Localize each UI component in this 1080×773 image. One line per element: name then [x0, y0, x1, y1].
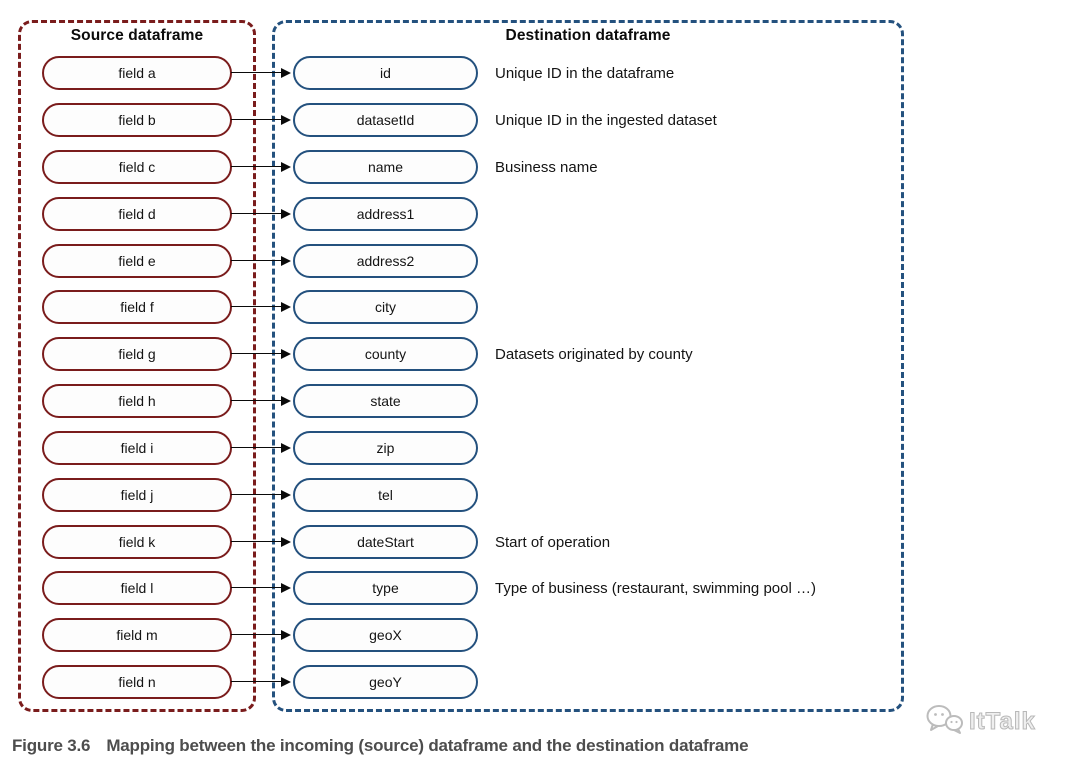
source-field-pill: field b — [42, 103, 232, 137]
source-field-pill: field m — [42, 618, 232, 652]
mapping-arrow-icon — [231, 571, 292, 605]
field-annotation: Type of business (restaurant, swimming p… — [495, 579, 816, 597]
destination-field-pill: dateStart — [293, 525, 478, 559]
source-field-pill: field d — [42, 197, 232, 231]
source-field-pill: field k — [42, 525, 232, 559]
mapping-row: field f city — [0, 290, 1080, 324]
destination-panel-title: Destination dataframe — [505, 27, 671, 44]
source-field-pill: field a — [42, 56, 232, 90]
mapping-row: field i zip — [0, 431, 1080, 465]
destination-field-pill: name — [293, 150, 478, 184]
source-field-pill: field c — [42, 150, 232, 184]
destination-field-pill: address2 — [293, 244, 478, 278]
mapping-arrow-icon — [231, 665, 292, 699]
mapping-arrow-icon — [231, 103, 292, 137]
source-field-pill: field l — [42, 571, 232, 605]
source-field-pill: field g — [42, 337, 232, 371]
mapping-arrow-icon — [231, 56, 292, 90]
destination-field-pill: state — [293, 384, 478, 418]
source-field-pill: field e — [42, 244, 232, 278]
mapping-row: field n geoY — [0, 665, 1080, 699]
mapping-row: field k dateStart Start of operation — [0, 525, 1080, 559]
destination-field-pill: geoY — [293, 665, 478, 699]
source-panel-title: Source dataframe — [70, 27, 204, 44]
destination-field-pill: type — [293, 571, 478, 605]
mapping-arrow-icon — [231, 290, 292, 324]
source-field-pill: field f — [42, 290, 232, 324]
mapping-arrow-icon — [231, 384, 292, 418]
mapping-row: field e address2 — [0, 244, 1080, 278]
field-annotation: Start of operation — [495, 533, 611, 551]
mapping-arrow-icon — [231, 431, 292, 465]
source-field-pill: field h — [42, 384, 232, 418]
field-annotation: Datasets originated by county — [495, 345, 693, 363]
figure-number: Figure 3.6 — [12, 736, 91, 755]
destination-field-pill: geoX — [293, 618, 478, 652]
destination-field-pill: city — [293, 290, 478, 324]
field-annotation: Unique ID in the dataframe — [495, 64, 675, 82]
destination-dataframe-panel — [272, 20, 904, 712]
figure-caption: Figure 3.6 Mapping between the incoming (… — [12, 736, 1072, 756]
destination-field-pill: zip — [293, 431, 478, 465]
source-field-pill: field n — [42, 665, 232, 699]
mapping-arrow-icon — [231, 197, 292, 231]
chat-bubbles-icon — [925, 703, 965, 740]
source-dataframe-panel — [18, 20, 256, 712]
mapping-arrow-icon — [231, 525, 292, 559]
watermark-text: ItTalk — [969, 707, 1036, 735]
field-annotation: Unique ID in the ingested dataset — [495, 111, 717, 129]
mapping-arrow-icon — [231, 618, 292, 652]
figure-caption-text: Mapping between the incoming (source) da… — [106, 736, 749, 755]
mapping-arrow-icon — [231, 150, 292, 184]
mapping-arrow-icon — [231, 337, 292, 371]
destination-field-pill: datasetId — [293, 103, 478, 137]
mapping-row: field l type Type of business (restauran… — [0, 571, 1080, 605]
mapping-row: field h state — [0, 384, 1080, 418]
destination-field-pill: tel — [293, 478, 478, 512]
mapping-row: field j tel — [0, 478, 1080, 512]
destination-field-pill: address1 — [293, 197, 478, 231]
mapping-row: field b datasetId Unique ID in the inges… — [0, 103, 1080, 137]
source-field-pill: field i — [42, 431, 232, 465]
mapping-arrow-icon — [231, 244, 292, 278]
destination-field-pill: county — [293, 337, 478, 371]
watermark: ItTalk — [925, 703, 1036, 740]
mapping-row: field g county Datasets originated by co… — [0, 337, 1080, 371]
mapping-row: field a id Unique ID in the dataframe — [0, 56, 1080, 90]
source-field-pill: field j — [42, 478, 232, 512]
mapping-row: field d address1 — [0, 197, 1080, 231]
destination-field-pill: id — [293, 56, 478, 90]
mapping-row: field m geoX — [0, 618, 1080, 652]
field-annotation: Business name — [495, 158, 598, 176]
mapping-arrow-icon — [231, 478, 292, 512]
mapping-row: field c name Business name — [0, 150, 1080, 184]
